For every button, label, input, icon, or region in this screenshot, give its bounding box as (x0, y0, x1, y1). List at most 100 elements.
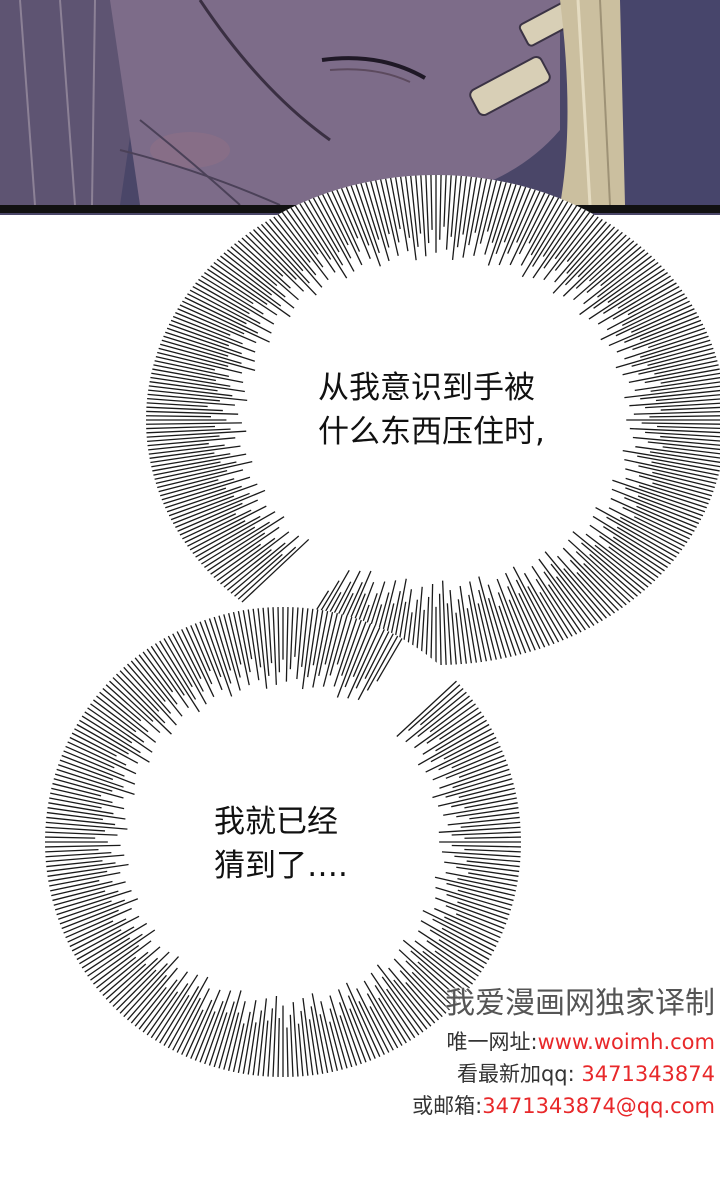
watermark-title: 我爱漫画网独家译制 (445, 986, 715, 1021)
flash-line (487, 184, 517, 266)
flash-line (569, 559, 619, 611)
flash-line (531, 565, 578, 635)
flash-line (46, 862, 116, 873)
flash-line (445, 175, 452, 250)
flash-line (154, 360, 230, 378)
dialogue-text-lower: 我就已经 猜到了…. (214, 804, 348, 884)
flash-line (294, 205, 332, 260)
flash-line (237, 546, 297, 600)
flash-line (223, 549, 272, 588)
flash-line (426, 940, 479, 977)
flash-line (639, 315, 700, 341)
flash-line (290, 207, 336, 273)
flash-line (435, 719, 487, 752)
flash-line (369, 1006, 394, 1051)
flash-line (515, 579, 550, 646)
watermark-site-url[interactable]: www.woimh.com (537, 1030, 715, 1054)
flash-line (474, 178, 487, 233)
flash-line (579, 258, 656, 316)
flash-line (333, 618, 358, 687)
flash-line (451, 844, 521, 848)
flash-line (457, 889, 513, 906)
flash-line (138, 654, 178, 705)
flash-line (277, 607, 281, 673)
flash-line (603, 526, 668, 568)
flash-line (417, 723, 490, 766)
flash-line (207, 268, 278, 316)
flash-line (649, 415, 720, 418)
flash-line (555, 576, 595, 626)
flash-line (195, 511, 276, 558)
flash-line (435, 897, 507, 925)
flash-line (625, 468, 714, 493)
watermark-email-address[interactable]: 3471343874@qq.com (482, 1094, 715, 1118)
flash-line (96, 695, 157, 743)
flash-line (600, 296, 688, 341)
flash-line (622, 450, 720, 468)
flash-line (567, 539, 635, 600)
flash-line (600, 249, 646, 287)
flash-line (184, 509, 252, 544)
flash-line (589, 553, 638, 597)
flash-line (93, 699, 137, 733)
flash-line (650, 381, 720, 392)
flash-line (56, 889, 132, 916)
flash-line (535, 578, 573, 637)
flash-line (237, 611, 251, 673)
flash-line (149, 381, 218, 392)
flash-line (608, 507, 685, 547)
flash-line (194, 623, 223, 691)
flash-line (349, 1008, 372, 1061)
flash-line (109, 680, 154, 722)
flash-line (444, 861, 520, 873)
flash-line (163, 986, 200, 1046)
flash-line (629, 427, 720, 434)
flash-line (352, 625, 376, 678)
flash-line (175, 489, 266, 529)
flash-line (150, 983, 189, 1039)
flash-line (237, 1011, 251, 1073)
flash-line (126, 974, 167, 1021)
flash-line (398, 949, 457, 1004)
flash-line (207, 532, 266, 572)
flash-line (430, 175, 433, 230)
flash-line (296, 607, 304, 680)
flash-line (645, 402, 720, 409)
flash-line (223, 614, 241, 678)
flash-line (252, 1010, 263, 1076)
flash-line (652, 482, 711, 501)
flash-line (374, 985, 412, 1041)
flash-line (223, 252, 295, 309)
flash-line (344, 623, 372, 688)
flash-line (652, 471, 715, 489)
flash-line (262, 607, 270, 676)
flash-line (396, 680, 457, 737)
flash-line (189, 289, 272, 334)
flash-line (292, 1002, 299, 1077)
flash-line (552, 226, 616, 294)
flash-line (616, 526, 674, 562)
flash-line (370, 972, 416, 1039)
flash-line (468, 872, 518, 882)
flash-line (422, 909, 497, 948)
flash-line (411, 971, 450, 1011)
flash-line (443, 802, 518, 816)
flash-line (54, 890, 119, 911)
flash-line (530, 199, 564, 256)
flash-line (273, 216, 311, 263)
flash-line (370, 181, 390, 248)
flash-line (645, 431, 720, 438)
flash-line (116, 673, 166, 724)
flash-line (146, 991, 179, 1036)
flash-line (357, 633, 394, 701)
flash-line (146, 648, 189, 709)
flash-line (310, 1006, 324, 1074)
flash-line (142, 651, 174, 693)
flash-line (619, 516, 683, 551)
flash-line (230, 246, 278, 287)
flash-line (426, 707, 479, 744)
flash-line (451, 175, 462, 260)
flash-line (149, 445, 241, 459)
flash-line (456, 176, 467, 248)
flash-line (449, 590, 457, 665)
